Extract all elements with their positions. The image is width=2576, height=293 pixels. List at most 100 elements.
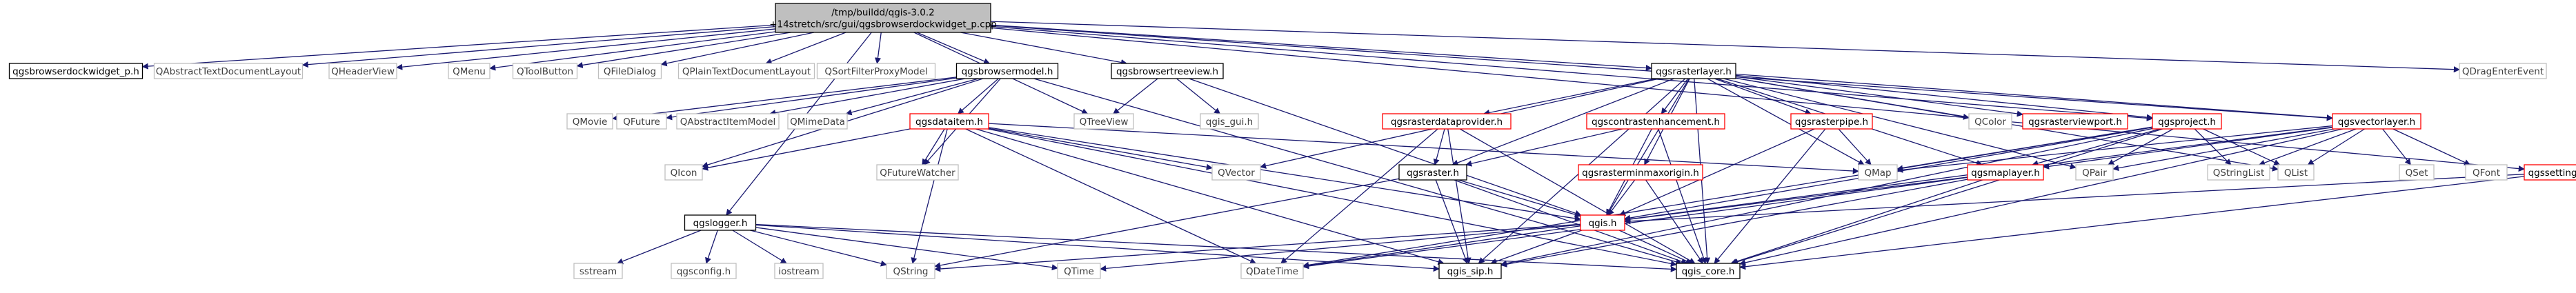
- node-box: [1651, 63, 1736, 79]
- node-QSet[interactable]: QSet: [2399, 164, 2435, 181]
- node-box: [1586, 113, 1725, 130]
- node-QVector[interactable]: QVector: [1211, 164, 1261, 181]
- node-label: QString: [893, 266, 929, 277]
- edge-dataitem-to-QMap: [988, 123, 1859, 174]
- edge-settings-to-qgis_h: [1624, 174, 2525, 225]
- node-iostream[interactable]: iostream: [774, 263, 824, 279]
- node-QIcon[interactable]: QIcon: [664, 164, 703, 181]
- node-contrastenhancement[interactable]: qgscontrastenhancement.h: [1586, 113, 1725, 130]
- edge-dataitem-to-qgis_sip: [975, 128, 1445, 265]
- node-box: [573, 263, 623, 279]
- node-QFont[interactable]: QFont: [2465, 164, 2508, 181]
- node-label: QSortFilterProxyModel: [824, 66, 927, 77]
- node-label: QMimeData: [790, 117, 845, 128]
- node-browsertreeview[interactable]: qgsbrowsertreeview.h: [1111, 63, 1224, 79]
- node-QString[interactable]: QString: [886, 263, 935, 279]
- node-qgsconfig[interactable]: qgsconfig.h: [671, 263, 737, 279]
- node-box: [1398, 164, 1467, 181]
- node-QSortFilterProxyModel[interactable]: QSortFilterProxyModel: [816, 63, 936, 79]
- node-QDragEnterEvent[interactable]: QDragEnterEvent: [2459, 63, 2547, 79]
- node-label: qgsrasterminmaxorigin.h: [1582, 168, 1699, 179]
- node-rasterviewport[interactable]: qgsrasterviewport.h: [2022, 113, 2128, 130]
- node-label: qgsraster.h: [1407, 168, 1459, 179]
- node-sstream[interactable]: sstream: [573, 263, 623, 279]
- node-QStringList[interactable]: QStringList: [2207, 164, 2270, 181]
- node-QFuture[interactable]: QFuture: [616, 113, 667, 130]
- edge-browsermodel-to-dataitem: [957, 78, 999, 114]
- edge-contrastenhancement-to-raster_h: [1465, 128, 1623, 167]
- node-box: [1057, 263, 1101, 279]
- edge-dataitem-to-QVector: [988, 128, 1213, 170]
- node-project[interactable]: qgsproject.h: [2152, 113, 2222, 130]
- node-label: qgsbrowsertreeview.h: [1116, 66, 1218, 77]
- node-qgis_sip[interactable]: qgis_sip.h: [1438, 263, 1502, 279]
- node-box: [1382, 113, 1512, 130]
- edge-qgis_h-to-qgis_core: [1618, 230, 1692, 264]
- edge-raster_h-to-qgis_sip: [1435, 179, 1469, 264]
- node-dataitem[interactable]: qgsdataitem.h: [909, 113, 989, 130]
- node-rasterpipe[interactable]: qgsrasterpipe.h: [1790, 113, 1873, 130]
- edge-root-to-browsertreeview: [960, 32, 1128, 65]
- node-label: qgsbrowsermodel.h: [962, 66, 1053, 77]
- node-logger[interactable]: qgslogger.h: [684, 214, 757, 231]
- node-QMovie[interactable]: QMovie: [566, 113, 613, 130]
- node-box: [677, 63, 815, 79]
- node-box: [955, 63, 1059, 79]
- edge-project-to-QPair: [2108, 128, 2174, 165]
- node-QFileDialog[interactable]: QFileDialog: [597, 63, 662, 79]
- edge-dataitem-to-QString: [911, 128, 948, 264]
- edge-rasterlayer-to-contrastenhancement: [1661, 78, 1689, 114]
- node-label: QList: [2284, 168, 2308, 179]
- node-QColor[interactable]: QColor: [1968, 113, 2012, 130]
- node-label: qgsrasterlayer.h: [1656, 66, 1732, 77]
- node-gui_h[interactable]: qgis_gui.h: [1200, 113, 1259, 130]
- node-dock_p_h[interactable]: qgsbrowserdockwidget_p.h: [8, 63, 143, 79]
- node-QTreeView[interactable]: QTreeView: [1073, 113, 1134, 130]
- node-rasterlayer[interactable]: qgsrasterlayer.h: [1651, 63, 1736, 79]
- node-QTime[interactable]: QTime: [1057, 263, 1101, 279]
- node-box: [1438, 263, 1502, 279]
- node-QAbstractItemModel[interactable]: QAbstractItemModel: [676, 113, 780, 130]
- edge-logger-to-qgis_core: [755, 223, 1677, 272]
- node-qgis_h[interactable]: qgis.h: [1580, 214, 1625, 231]
- node-QMimeData[interactable]: QMimeData: [787, 113, 848, 130]
- node-box: [2152, 113, 2222, 130]
- node-QAbstractTextDocumentLayout[interactable]: QAbstractTextDocumentLayout: [153, 63, 304, 79]
- node-label: QTreeView: [1080, 117, 1129, 128]
- node-box: [1676, 263, 1741, 279]
- edge-raster_h-to-qgis_h: [1458, 179, 1581, 218]
- node-QList[interactable]: QList: [2277, 164, 2315, 181]
- node-QMap[interactable]: QMap: [1858, 164, 1898, 181]
- node-vectorlayer[interactable]: qgsvectorlayer.h: [2332, 113, 2421, 130]
- edge-root-to-QSortFilterProxyModel: [874, 32, 882, 64]
- node-qgis_core[interactable]: qgis_core.h: [1676, 263, 1741, 279]
- node-QToolButton[interactable]: QToolButton: [512, 63, 578, 79]
- node-QPair[interactable]: QPair: [2075, 164, 2114, 181]
- node-root[interactable]: /tmp/buildd/qgis-3.0.2+14stretch/src/gui…: [769, 3, 997, 33]
- node-minmaxorigin[interactable]: qgsrasterminmaxorigin.h: [1578, 164, 1703, 181]
- edge-rasterlayer-to-vectorlayer: [1735, 73, 2333, 121]
- node-QFutureWatcher[interactable]: QFutureWatcher: [876, 164, 959, 181]
- node-settings[interactable]: qgssettings.h: [2524, 164, 2576, 181]
- node-QDateTime[interactable]: QDateTime: [1240, 263, 1304, 279]
- node-QPlainTextDocumentLayout[interactable]: QPlainTextDocumentLayout: [677, 63, 815, 79]
- node-label: qgsmaplayer.h: [1971, 168, 2040, 179]
- edge-rasterpipe-to-qgis_core: [1714, 128, 1826, 264]
- node-maplayer[interactable]: qgsmaplayer.h: [1967, 164, 2044, 181]
- node-box: [1790, 113, 1873, 130]
- node-box: [1111, 63, 1224, 79]
- node-box: [664, 164, 703, 181]
- edge-rasterlayer-to-QMap: [1707, 78, 1865, 165]
- edge-qgis_h-to-qgis_sip: [1490, 230, 1583, 265]
- edge-maplayer-to-qgis_sip: [1500, 179, 1968, 267]
- node-box: [1240, 263, 1304, 279]
- edge-layer: [141, 21, 2525, 272]
- node-rasterdataprovider[interactable]: qgsrasterdataprovider.h: [1382, 113, 1512, 130]
- node-box: [566, 113, 613, 130]
- edge-rasterdataprovider-to-qgis_sip: [1447, 128, 1472, 264]
- node-box: [1967, 164, 2044, 181]
- node-browsermodel[interactable]: qgsbrowsermodel.h: [955, 63, 1059, 79]
- node-QHeaderView[interactable]: QHeaderView: [328, 63, 397, 79]
- node-raster_h[interactable]: qgsraster.h: [1398, 164, 1467, 181]
- node-QMenu[interactable]: QMenu: [448, 63, 491, 79]
